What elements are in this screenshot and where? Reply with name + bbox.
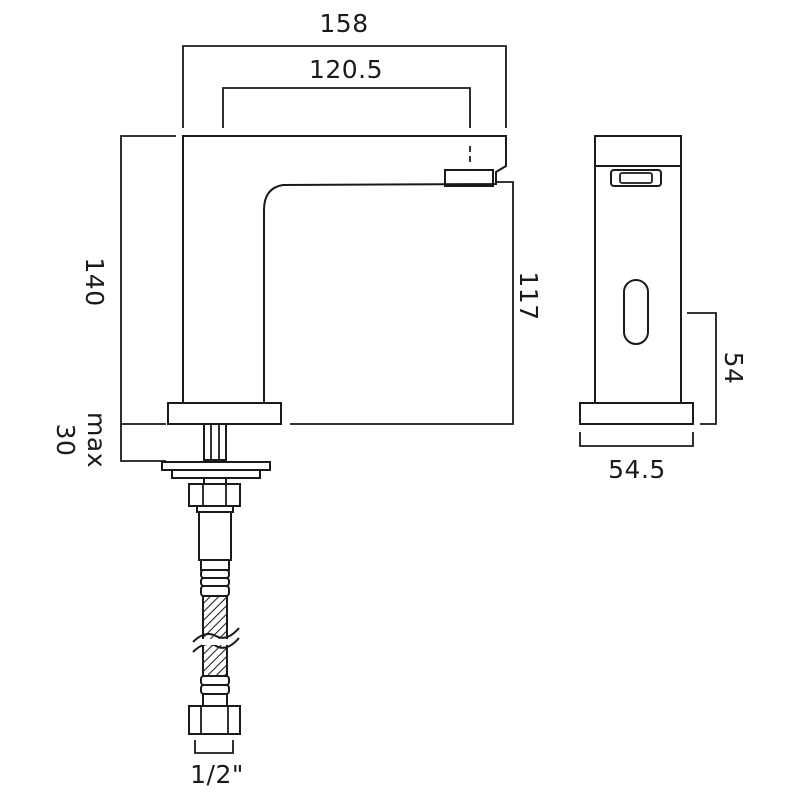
dimension-max-label: max — [82, 412, 111, 468]
dimension-spout-reach-label: 120.5 — [309, 55, 383, 84]
dimension-overall-height: 140 — [80, 135, 176, 425]
dimension-overall-height-label: 140 — [80, 257, 109, 306]
hex-nut — [188, 483, 241, 507]
dimension-spout-height-label: 117 — [514, 271, 543, 320]
sensor-window — [623, 279, 649, 345]
dimension-spout-reach: 120.5 — [222, 55, 471, 128]
dimension-overall-width-label: 158 — [319, 9, 368, 38]
dimension-base-depth-label: 54.5 — [608, 455, 666, 484]
bottom-hex-nut — [188, 705, 241, 735]
aerator — [444, 169, 494, 187]
break-mark — [192, 627, 240, 643]
tap-front-view — [167, 135, 507, 425]
tap-side-view: 54 54.5 — [579, 135, 748, 484]
dimension-spout-height: 117 — [290, 181, 543, 425]
fixing-washer — [161, 461, 271, 471]
threaded-shank — [203, 423, 227, 461]
dimension-max-thickness: max 30 — [51, 412, 166, 468]
side-body-outline — [594, 135, 682, 404]
dimension-connection-size-label: 1/2" — [190, 760, 244, 789]
hose-connector — [198, 511, 232, 561]
dimension-sensor-height-label: 54 — [719, 352, 748, 385]
side-base-plate — [579, 402, 694, 425]
dimension-overall-width: 158 — [182, 9, 507, 128]
fixing-assembly: 1/2" — [161, 423, 271, 789]
tap-base-plate — [167, 402, 282, 425]
dimension-base-depth — [579, 432, 694, 447]
tap-body-outline — [182, 135, 507, 404]
dimension-max-thickness-label: 30 — [51, 424, 80, 457]
side-aerator — [610, 169, 662, 187]
dimension-sensor-height — [687, 312, 717, 425]
dimension-connection-size — [194, 740, 234, 754]
